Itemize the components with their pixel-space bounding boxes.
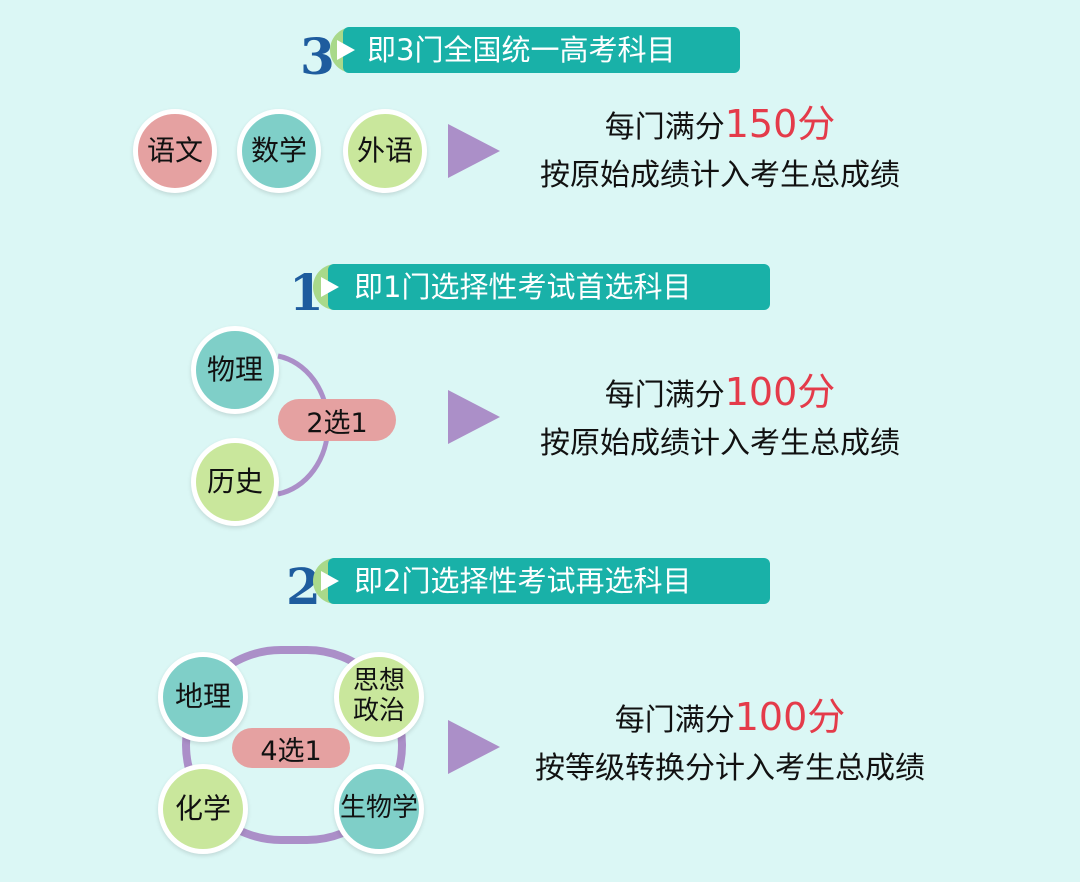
subject-chemistry: 化学 (158, 764, 248, 854)
info1-score: 150分 (724, 102, 836, 146)
section3-banner: 即2门选择性考试再选科目 (328, 558, 770, 604)
subject-foreign-language: 外语 (343, 109, 427, 193)
chevron-right-icon (321, 277, 339, 297)
info3-line2: 按等级转换分计入考生总成绩 (535, 751, 925, 786)
info1-prefix: 每门满分 (604, 110, 725, 145)
section1-number: 3 (300, 27, 335, 86)
info1-line2: 按原始成绩计入考生总成绩 (540, 158, 900, 193)
arrow-right-icon (448, 390, 500, 444)
choice-badge-2: 2选1 (278, 399, 396, 441)
section2-banner: 即1门选择性考试首选科目 (328, 264, 770, 310)
subject-chinese: 语文 (133, 109, 217, 193)
section1-title: 即3门全国统一高考科目 (367, 33, 676, 67)
info2-prefix: 每门满分 (604, 378, 725, 413)
subject-politics: 思想 政治 (334, 652, 424, 742)
section3-info: 每门满分100分 按等级转换分计入考生总成绩 (500, 697, 960, 789)
info2-score: 100分 (724, 370, 836, 414)
info2-line2: 按原始成绩计入考生总成绩 (540, 426, 900, 461)
subject-biology: 生物学 (334, 764, 424, 854)
subject-physics: 物理 (191, 326, 279, 414)
section1-info: 每门满分150分 按原始成绩计入考生总成绩 (500, 104, 940, 196)
section1-banner: 即3门全国统一高考科目 (343, 27, 740, 73)
chevron-right-icon (321, 571, 339, 591)
subject-politics-label: 思想 政治 (352, 666, 405, 726)
section3-title: 即2门选择性考试再选科目 (354, 564, 692, 598)
section2-info: 每门满分100分 按原始成绩计入考生总成绩 (500, 372, 940, 464)
info3-score: 100分 (734, 695, 846, 739)
choice-badge-4: 4选1 (232, 728, 350, 768)
arrow-right-icon (448, 720, 500, 774)
subject-history: 历史 (191, 438, 279, 526)
subject-geography: 地理 (158, 652, 248, 742)
subject-math: 数学 (237, 109, 321, 193)
arrow-right-icon (448, 124, 500, 178)
info3-prefix: 每门满分 (614, 703, 735, 738)
chevron-right-icon (337, 40, 355, 60)
section2-title: 即1门选择性考试首选科目 (354, 270, 692, 304)
